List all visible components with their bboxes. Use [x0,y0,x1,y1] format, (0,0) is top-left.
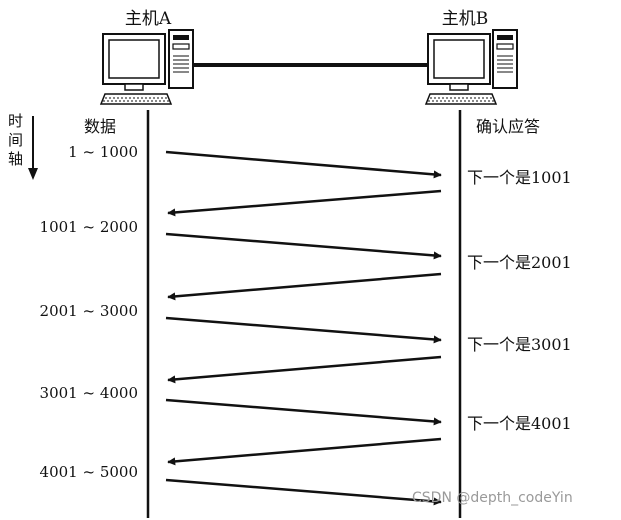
time-axis-char-1: 时 [8,112,23,130]
segment-label-4: 3001 ~ 4000 [40,384,138,402]
ack-label-2: 下一个是2001 [467,253,572,272]
host-a-computer-icon [100,29,194,105]
segment-label-2: 1001 ~ 2000 [40,218,138,236]
ack-arrow-3 [167,355,442,384]
data-arrow-2 [165,232,442,260]
data-arrow-1 [165,150,442,179]
data-column-header: 数据 [84,117,116,136]
data-arrow-4 [165,398,442,426]
host-b-computer-icon [425,29,518,105]
time-axis-arrow [28,116,38,180]
time-axis-char-3: 轴 [8,150,23,168]
host-a-label: 主机A [125,9,172,29]
data-arrow-5 [165,478,442,506]
ack-arrow-1 [167,189,442,217]
ack-label-3: 下一个是3001 [467,335,572,354]
ack-column-header: 确认应答 [476,117,540,136]
ack-arrow-4 [167,437,442,466]
time-axis-char-2: 间 [8,131,23,149]
segment-label-3: 2001 ~ 3000 [40,302,138,320]
watermark: CSDN @depth_codeYin [412,490,573,506]
ack-label-1: 下一个是1001 [467,168,572,187]
ack-label-4: 下一个是4001 [467,414,572,433]
data-arrow-3 [165,316,442,344]
segment-label-5: 4001 ~ 5000 [40,463,138,481]
segment-label-1: 1 ~ 1000 [68,143,138,161]
host-b-label: 主机B [442,9,489,29]
ack-arrow-2 [167,272,442,301]
